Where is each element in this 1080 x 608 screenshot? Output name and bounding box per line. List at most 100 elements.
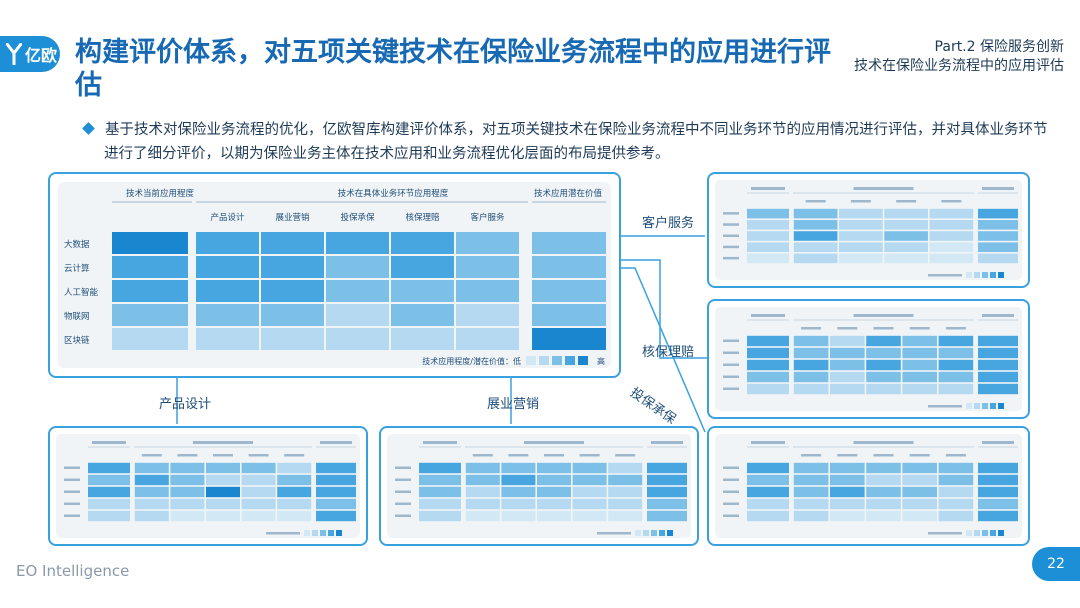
small-col-label [837, 454, 858, 457]
small-col-label [801, 454, 822, 457]
small-legend-swatch [966, 272, 972, 278]
small-group-title [853, 441, 914, 444]
small-cell-business [839, 231, 883, 241]
small-cell-business [839, 208, 883, 219]
small-cell-potential [316, 498, 356, 510]
small-cell-business [902, 462, 937, 474]
small-cell-potential [647, 462, 687, 474]
small-cell-business [929, 208, 974, 219]
connector-label-product-design: 产品设计 [159, 397, 212, 412]
small-cell-business [938, 498, 974, 510]
small-cell-business [830, 474, 865, 486]
small-cell-business [277, 462, 312, 474]
small-cell-potential [978, 335, 1018, 347]
small-cell-current [88, 486, 130, 498]
small-cell-business [938, 486, 974, 498]
small-col-label [508, 454, 529, 457]
main-col-label: 产品设计 [210, 212, 245, 223]
small-cell-business [793, 359, 829, 371]
small-cell-potential [647, 486, 687, 498]
main-cell-business [326, 280, 389, 302]
small-cell-business [134, 510, 169, 522]
small-row-label [395, 466, 411, 469]
main-cell-business [326, 232, 389, 254]
heatmap-claims [715, 307, 1022, 411]
main-cell-business [196, 280, 259, 302]
main-cell-business [326, 304, 389, 326]
small-group-title [982, 187, 1014, 190]
small-cell-business [830, 510, 865, 522]
small-cell-business [793, 242, 838, 252]
small-cell-current [88, 474, 130, 486]
small-row-label [723, 363, 739, 366]
small-legend-swatch [990, 403, 996, 409]
small-cell-business [501, 486, 536, 498]
main-cell-business [261, 304, 324, 326]
small-row-label [64, 466, 80, 469]
section-label: Part.2 保险服务创新 技术在保险业务流程中的应用评估 [854, 38, 1064, 76]
small-group-title [92, 441, 126, 444]
main-cell-business [261, 232, 324, 254]
main-legend-swatch [552, 356, 562, 365]
small-legend-swatch [990, 272, 996, 278]
small-cell-business [277, 486, 312, 498]
main-cell-business [196, 232, 259, 254]
main-col-label: 客户服务 [470, 212, 505, 223]
small-heatmap-bg [715, 434, 1022, 538]
main-cell-current [112, 328, 188, 350]
small-legend-swatch [974, 272, 980, 278]
small-legend-swatch [966, 403, 972, 409]
small-heatmap-bg [387, 434, 691, 538]
small-heatmap-bg [715, 307, 1022, 411]
small-cell-current [747, 498, 789, 510]
small-cell-business [134, 498, 169, 510]
small-cell-potential [978, 242, 1018, 252]
small-legend-swatch [651, 530, 657, 536]
small-cell-business [134, 486, 169, 498]
small-cell-business [839, 253, 883, 264]
small-cell-business [793, 208, 838, 219]
main-cell-current [112, 280, 188, 302]
logo: 亿欧 [0, 36, 60, 72]
small-cell-business [902, 510, 937, 522]
small-cell-business [902, 474, 937, 486]
small-cell-business [465, 474, 500, 486]
small-cell-business [241, 498, 276, 510]
main-cell-business [261, 256, 324, 278]
small-col-label [284, 454, 305, 457]
small-row-label [723, 490, 739, 493]
small-col-label [945, 327, 966, 330]
connector-label-claims: 核保理赔 [642, 345, 695, 360]
small-legend-swatch [320, 530, 326, 536]
main-cell-potential [532, 328, 606, 350]
small-group-title [751, 187, 785, 190]
small-cell-business [830, 347, 865, 359]
small-cell-business [938, 510, 974, 522]
small-cell-potential [978, 474, 1018, 486]
logo-icon [6, 43, 22, 65]
main-cell-potential [532, 304, 606, 326]
small-cell-business [793, 371, 829, 383]
small-cell-business [830, 462, 865, 474]
small-col-label [941, 200, 962, 203]
small-cell-current [747, 486, 789, 498]
small-cell-business [793, 335, 829, 347]
small-legend-swatch [998, 403, 1004, 409]
main-cell-current [112, 304, 188, 326]
small-col-label [896, 200, 917, 203]
logo-text: 亿欧 [25, 46, 58, 65]
small-row-label [64, 490, 80, 493]
small-cell-current [747, 474, 789, 486]
small-col-label [850, 200, 871, 203]
small-cell-potential [978, 253, 1018, 264]
small-row-label [395, 514, 411, 517]
small-col-label [472, 454, 493, 457]
small-cell-current [419, 486, 461, 498]
small-cell-current [747, 371, 789, 383]
heatmap-product-design [56, 434, 360, 538]
main-cell-business [391, 232, 454, 254]
small-cell-current [747, 208, 789, 219]
small-cell-business [902, 486, 937, 498]
small-row-label [723, 245, 739, 249]
small-cell-business [206, 474, 240, 486]
